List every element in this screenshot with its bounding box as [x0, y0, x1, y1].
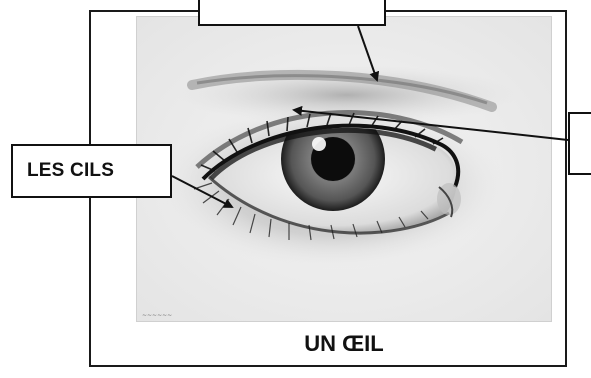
arrow-eyebrow — [358, 26, 377, 80]
arrow-eyelid — [294, 110, 568, 140]
arrow-eyelashes — [172, 176, 232, 207]
